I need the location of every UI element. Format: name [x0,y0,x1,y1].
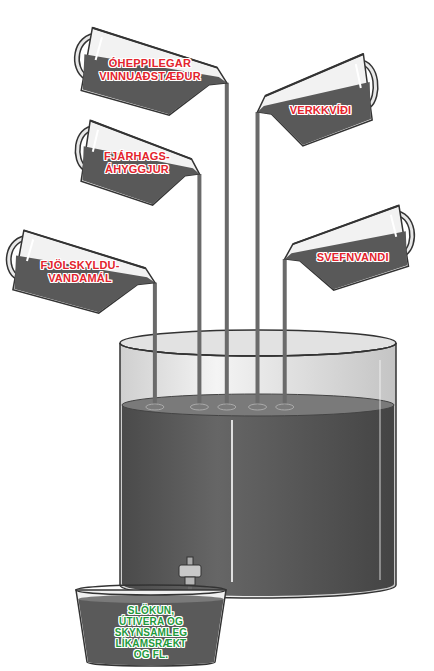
pitcher-body [81,121,199,206]
reflection [379,360,381,580]
bucket-body [76,590,226,666]
bucket-rim [76,585,226,595]
pitcher-body [13,230,155,313]
pitcher: VERKKVÍÐI [255,48,381,148]
pouring-stream [256,112,260,405]
stress-label: FJÖLSKYLDU- VANDAMÁL [23,259,138,285]
pitcher-shine [96,37,102,60]
text-area: FJÖLSKYLDU- VANDAMÁL [23,259,138,285]
tap-body [179,565,201,577]
pitcher-shine [356,64,361,88]
pitcher-shine [93,130,98,152]
bucket: SLÖKUN, ÚTIVERA OG SKYNSAMLEG LÍKAMSRÆKT… [75,583,227,668]
pouring-stream [153,283,157,405]
pitcher: ÓHEPPILEGAR VINNUAÐSTÆÐUR [70,22,230,117]
pitcher-shape [255,48,381,148]
stress-label: VERKKVÍÐI [274,104,367,117]
ripple [218,404,236,410]
pitcher-body [81,28,227,115]
pitcher-shape [282,200,418,292]
tank-liquid [122,405,394,596]
stress-label: ÓHEPPILEGAR VINNUAÐSTÆÐUR [91,57,209,83]
pitcher-body [258,54,373,146]
ripple [249,404,267,410]
remedy-label: SLÖKUN, ÚTIVERA OG SKYNSAMLEG LÍKAMSRÆKT… [109,605,194,660]
pitcher: FJÖLSKYLDU- VANDAMÁL [2,225,158,315]
text-area: FJÁRHAGS- ÁHYGGJUR [89,150,185,176]
pitcher: FJÁRHAGS- ÁHYGGJUR [72,115,202,207]
ripple [276,404,294,410]
liquid-surface [78,595,223,603]
stress-label: FJÁRHAGS- ÁHYGGJUR [89,150,185,176]
pouring-stream [197,174,201,405]
pitcher-rim [293,206,399,245]
bucket-liquid [78,599,223,665]
text-area: VERKKVÍÐI [274,104,367,117]
pitcher-shine [391,215,396,237]
text-area: SLÖKUN, ÚTIVERA OG SKYNSAMLEG LÍKAMSRÆKT… [109,605,194,660]
pitcher: SVEFNVANDI [282,200,418,292]
stress-label: SVEFNVANDI [302,251,403,264]
ripple [190,404,208,410]
tap-spout [185,577,195,585]
pitcher-shine [27,239,33,261]
pouring-stream [283,259,287,405]
pitcher-body [285,206,409,291]
ripple [146,404,164,410]
reflection [231,420,233,582]
pouring-stream [225,83,229,405]
pitcher-rim [265,54,363,96]
text-area: SVEFNVANDI [302,251,403,264]
text-area: ÓHEPPILEGAR VINNUAÐSTÆÐUR [91,57,209,83]
